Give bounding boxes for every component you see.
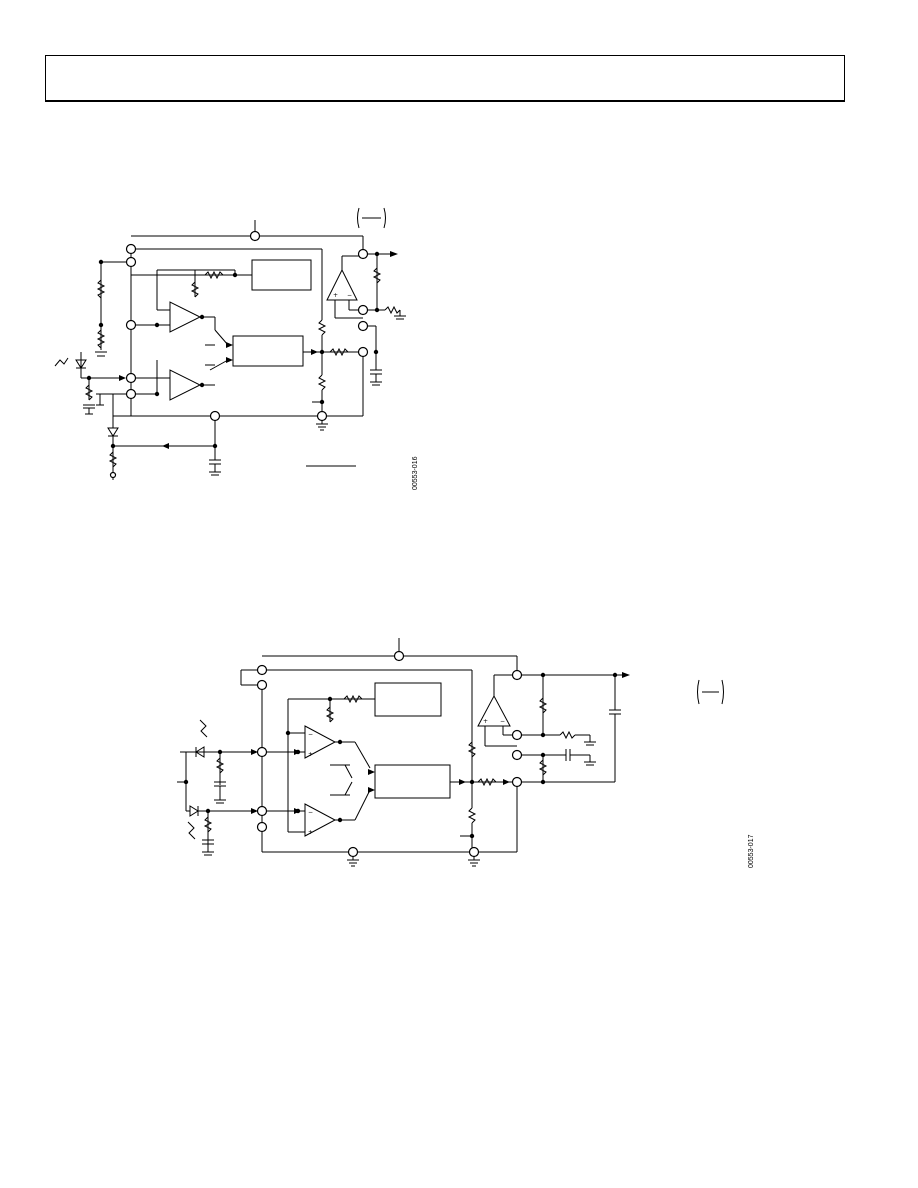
svg-text:−: − — [347, 292, 352, 299]
middle-block-2 — [374, 764, 451, 799]
svg-text:+: + — [308, 751, 313, 758]
svg-text:+: + — [483, 718, 488, 725]
opamp-lower — [169, 369, 202, 401]
figure-2-number: 00553-017 — [748, 834, 755, 868]
svg-text:−: − — [308, 809, 313, 816]
top-block-1 — [251, 259, 312, 291]
top-block-2 — [374, 682, 442, 717]
output-amp — [326, 268, 358, 301]
svg-text:−: − — [500, 718, 505, 725]
opamp-lower-2 — [304, 803, 337, 837]
photodiode-2b — [189, 805, 199, 817]
output-amp-2 — [477, 694, 511, 727]
svg-text:−: − — [308, 731, 313, 738]
middle-block-1 — [232, 335, 304, 367]
opamp-upper-2 — [304, 725, 337, 759]
figure-1-schematic: + − — [0, 0, 918, 565]
page-header-box — [45, 55, 845, 102]
opamp-upper — [169, 301, 202, 333]
diode-lower — [107, 427, 119, 437]
figure-1-svg: + − — [54, 207, 406, 480]
svg-text:+: + — [333, 292, 338, 299]
svg-text:+: + — [308, 829, 313, 836]
